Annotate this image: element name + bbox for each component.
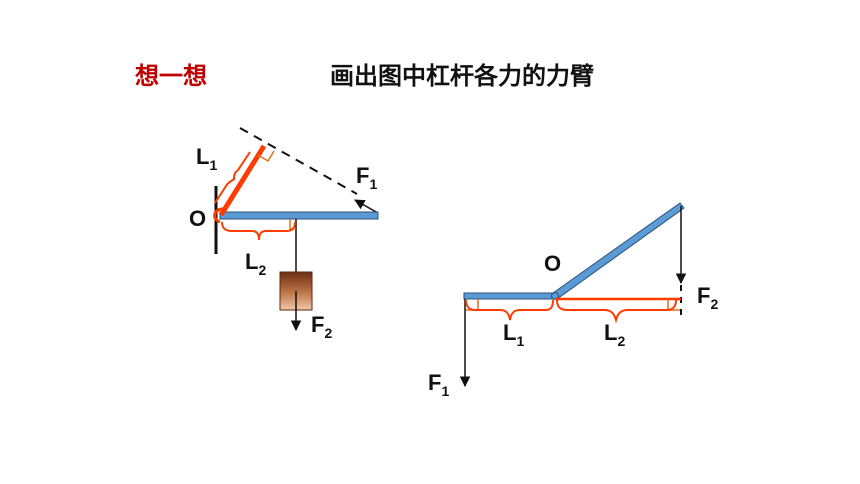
left-pivot-hook xyxy=(213,207,225,224)
right-pivot-label: O xyxy=(544,251,561,276)
right-l2-label: L2 xyxy=(604,320,625,349)
right-f1-label: F1 xyxy=(428,370,449,399)
left-f2-label: F2 xyxy=(311,312,332,341)
left-f1-label: F1 xyxy=(356,163,377,192)
left-l1-label: L1 xyxy=(196,144,217,173)
right-lever-horizontal xyxy=(463,292,556,300)
left-pivot-label: O xyxy=(189,206,206,231)
right-l1-label: L1 xyxy=(503,320,524,349)
left-f1-action-line xyxy=(239,127,358,195)
left-right-angle-marker xyxy=(257,150,275,163)
page-title: 画出图中杠杆各力的力臂 xyxy=(330,62,594,90)
right-lever-angled xyxy=(552,202,685,300)
left-f1-arrow xyxy=(354,199,379,214)
right-f2-label: F2 xyxy=(697,283,718,312)
right-l2-brace xyxy=(556,299,677,324)
right-f1-angle-marker xyxy=(466,299,479,311)
think-label: 想一想 xyxy=(135,62,207,90)
left-l2-label: L2 xyxy=(245,249,266,278)
left-lever-figure: O L1 F1 L2 F2 xyxy=(189,127,379,341)
left-l1-arm xyxy=(218,144,267,217)
left-l2-brace xyxy=(221,221,296,241)
right-l1-brace xyxy=(465,299,554,321)
left-lever-bar xyxy=(219,211,379,220)
right-lever-figure: O F2 L1 L2 F1 xyxy=(428,202,718,399)
left-l1-brace xyxy=(214,151,251,204)
